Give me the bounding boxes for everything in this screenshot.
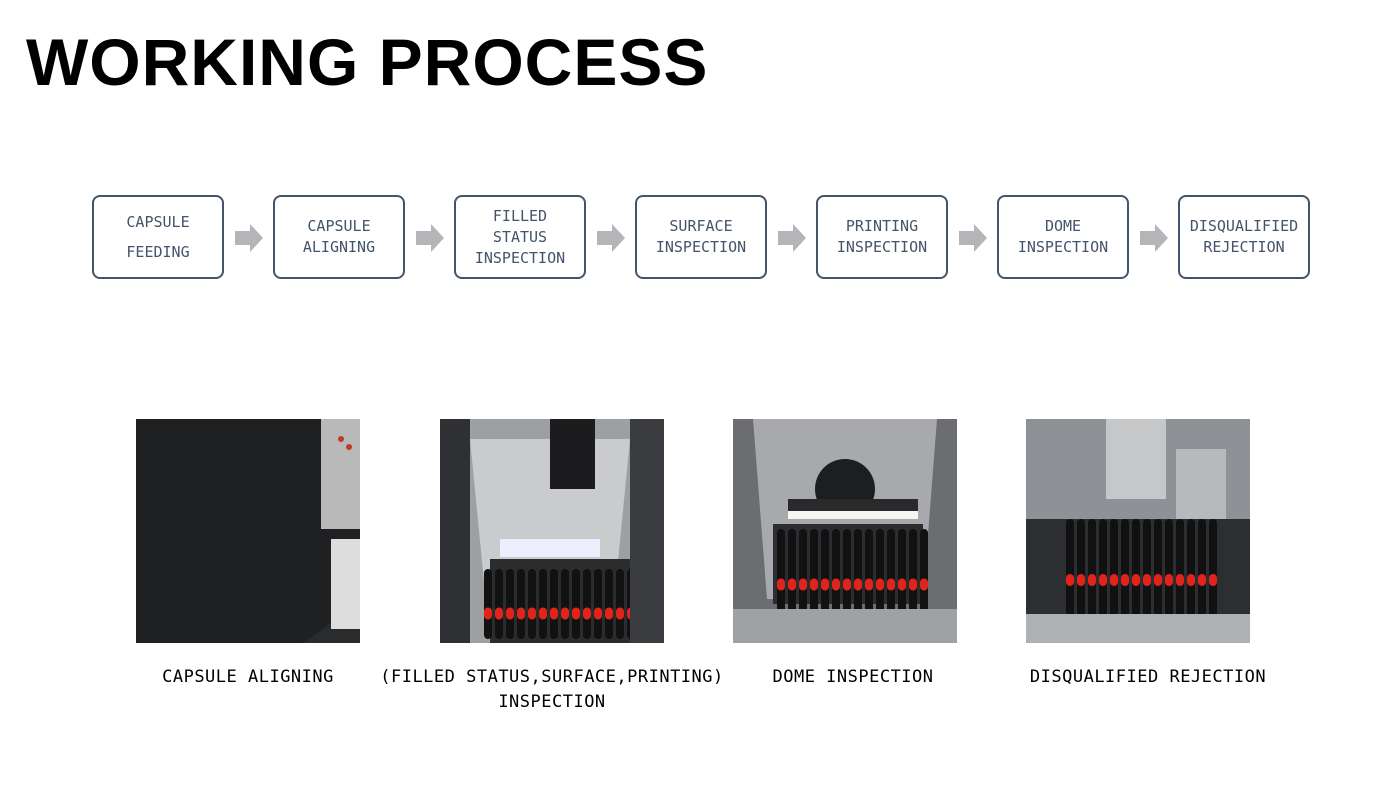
step-label: SURFACE INSPECTION — [655, 217, 747, 256]
arrow-right-icon — [1140, 224, 1168, 252]
step-label: CAPSULE ALIGNING — [302, 217, 376, 256]
step-label: PRINTING INSPECTION — [836, 217, 928, 256]
flow-step-capsule-aligning: CAPSULE ALIGNING — [273, 195, 405, 279]
photo-disqualified-rejection — [1026, 419, 1250, 643]
page-title: WORKING PROCESS — [26, 25, 709, 99]
photo-dome-inspection — [733, 419, 957, 643]
flow-step-capsule-feeding: CAPSULE FEEDING — [92, 195, 224, 279]
step-label: DOME INSPECTION — [1017, 217, 1109, 256]
caption-dome-inspection: DOME INSPECTION — [772, 667, 934, 687]
caption-disqualified-rejection: DISQUALIFIED REJECTION — [1029, 667, 1267, 687]
step-label: FILLED STATUS INSPECTION — [474, 206, 566, 267]
caption-capsule-aligning: CAPSULE ALIGNING — [162, 667, 334, 687]
flow-step-filled-status-inspection: FILLED STATUS INSPECTION — [454, 195, 586, 279]
arrow-right-icon — [416, 224, 444, 252]
arrow-right-icon — [235, 224, 263, 252]
arrow-right-icon — [959, 224, 987, 252]
flow-step-surface-inspection: SURFACE INSPECTION — [635, 195, 767, 279]
flow-step-dome-inspection: DOME INSPECTION — [997, 195, 1129, 279]
step-label: DISQUALIFIED REJECTION — [1189, 217, 1299, 256]
step-label: CAPSULE FEEDING — [126, 213, 190, 261]
photo-inspection — [440, 419, 664, 643]
flow-step-disqualified-rejection: DISQUALIFIED REJECTION — [1178, 195, 1310, 279]
arrow-right-icon — [778, 224, 806, 252]
photo-capsule-aligning — [136, 419, 360, 643]
caption-inspection: (FILLED STATUS,SURFACE,PRINTING) INSPECT… — [380, 667, 724, 712]
arrow-right-icon — [597, 224, 625, 252]
flow-step-printing-inspection: PRINTING INSPECTION — [816, 195, 948, 279]
